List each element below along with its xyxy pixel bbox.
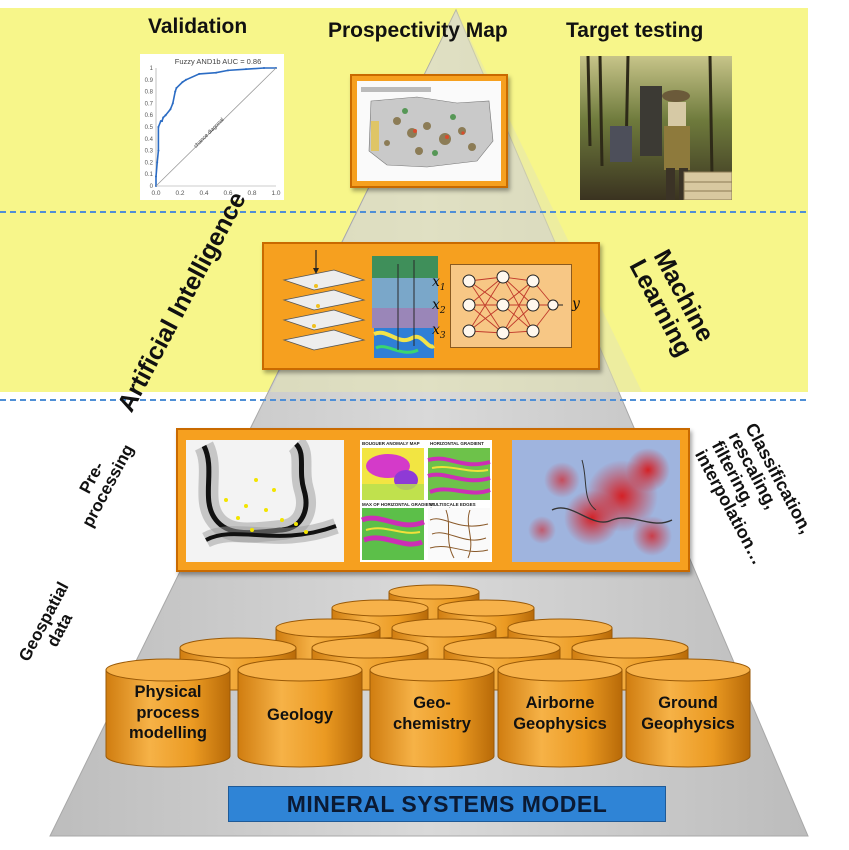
layer-geochemistry: Geo- chemistry <box>370 693 494 734</box>
roc-y-tick-label: 0.6 <box>145 113 154 119</box>
thumb-title-1: BOUGUER ANOMALY MAP <box>362 441 420 446</box>
preprocessing-panel: BOUGUER ANOMALY MAP HORIZONTAL GRADIENT … <box>176 428 690 572</box>
cylinder-front <box>105 658 231 768</box>
roc-chart-card: Fuzzy AND1b AUC = 0.86 1 0.9 0.8 0.7 0.6 0.5 0… <box>140 54 284 200</box>
roc-x-tick-label: 0.4 <box>199 190 208 197</box>
roc-y-tick-label: 0 <box>150 184 154 190</box>
cylinder-front <box>237 658 363 768</box>
nn-input-x3: x3 <box>432 322 446 341</box>
cylinder-front <box>497 658 623 768</box>
roc-point <box>171 102 174 105</box>
roc-point <box>156 161 159 164</box>
interpolated-heatmap <box>512 440 680 562</box>
roc-y-tick-label: 0.5 <box>145 125 154 131</box>
layer-geology: Geology <box>238 705 362 726</box>
roc-y-tick-label: 0.4 <box>145 137 154 143</box>
roc-x-tick-label: 0.0 <box>151 190 160 197</box>
roc-point <box>245 68 247 71</box>
roc-point <box>198 72 201 75</box>
layer-physical-process-modelling: Physical process modelling <box>106 682 230 744</box>
layer-airborne-geophysics: Airborne Geophysics <box>498 693 622 734</box>
roc-x-tick-label: 0.8 <box>247 190 256 197</box>
roc-point <box>157 126 160 128</box>
roc-point <box>181 81 184 84</box>
roc-point <box>161 120 163 123</box>
roc-chart-title: Fuzzy AND1b AUC = 0.86 <box>175 57 262 66</box>
validation-title: Validation <box>148 15 248 38</box>
cylinder-front <box>625 658 751 768</box>
roc-point <box>155 175 157 178</box>
layer-1-line-1: Physical <box>134 683 202 701</box>
roc-point <box>263 67 265 69</box>
roc-point <box>227 69 229 72</box>
stacked-layers-graphic <box>282 250 366 351</box>
roc-point <box>215 71 217 74</box>
buffered-faults-map <box>186 440 344 562</box>
roc-point <box>174 90 177 93</box>
roc-chart: Fuzzy AND1b AUC = 0.86 1 0.9 0.8 0.7 0.6 0.5 0… <box>145 57 281 197</box>
layer-4-line-2: Geophysics <box>513 714 607 733</box>
layer-3-line-1: Geo- <box>413 694 451 712</box>
roc-y-tick-label: 0.1 <box>145 172 154 178</box>
roc-point <box>162 116 165 119</box>
ai-ml-panel: x1 x2 x3 y <box>262 242 600 370</box>
prospectivity-map-panel <box>350 74 508 188</box>
layer-1-line-2: process <box>136 703 200 722</box>
cylinder-front <box>369 658 495 768</box>
thumb-title-3: MAX OF HORIZONTAL GRADIENT <box>362 502 435 507</box>
layer-4-line-1: Airborne <box>525 694 595 712</box>
prospectivity-map-image <box>357 81 501 181</box>
target-testing-photo <box>580 56 732 200</box>
neural-network-diagram <box>450 264 572 348</box>
roc-y-tick-label: 0.9 <box>145 78 154 84</box>
layer-3-line-2: chemistry <box>393 714 471 733</box>
target-testing-title: Target testing <box>566 19 704 42</box>
roc-y-tick-label: 0.2 <box>145 160 154 166</box>
chance-diagonal-line <box>155 67 277 187</box>
layer-5-line-2: Geophysics <box>641 714 735 733</box>
roc-point <box>175 87 178 90</box>
roc-point <box>157 149 160 152</box>
layer-2-line-1: Geology <box>266 706 333 724</box>
3d-geology-block <box>372 256 438 358</box>
nn-output-y: y <box>572 296 580 312</box>
thumb-title-2: HORIZONTAL GRADIENT <box>430 441 484 446</box>
layer-5-line-1: Ground <box>658 694 718 712</box>
roc-point <box>169 108 172 111</box>
prospectivity-map-title: Prospectivity Map <box>328 19 508 42</box>
roc-x-tick-label: 1.0 <box>271 190 280 197</box>
layer-ground-geophysics: Ground Geophysics <box>626 693 750 734</box>
roc-y-tick-label: 1 <box>150 66 154 72</box>
roc-x-tick-label: 0.2 <box>175 190 184 197</box>
roc-x-tick-label: 0.6 <box>223 190 232 197</box>
nn-input-x1: x1 <box>432 274 446 293</box>
roc-y-tick-label: 0.8 <box>145 90 154 96</box>
layer-1-line-3: modelling <box>129 724 207 743</box>
roc-point <box>185 78 187 81</box>
gradient-thumbnails: BOUGUER ANOMALY MAP HORIZONTAL GRADIENT … <box>360 440 492 562</box>
pyramid-shape <box>49 8 809 837</box>
mineral-systems-model-title: MINERAL SYSTEMS MODEL <box>228 786 666 822</box>
roc-y-tick-label: 0.3 <box>145 149 154 155</box>
nn-input-x2: x2 <box>432 297 446 316</box>
roc-y-tick-label: 0.7 <box>145 101 154 107</box>
roc-point <box>164 114 167 117</box>
